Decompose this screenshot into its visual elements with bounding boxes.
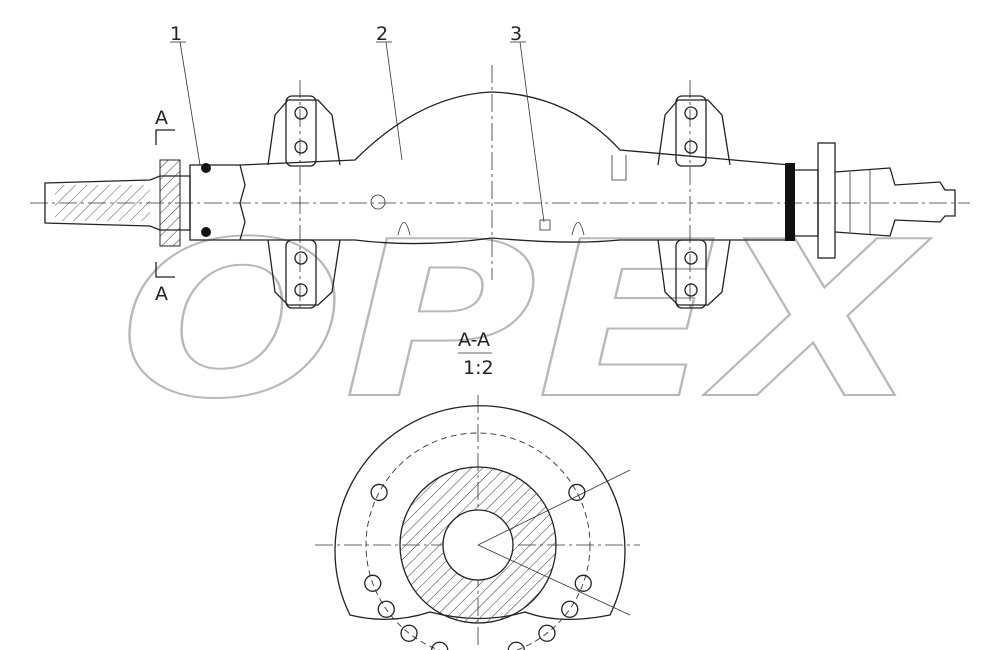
section-marker-top: A [155,107,168,129]
bolt-hole [364,574,382,592]
axle-housing [239,91,956,259]
callout-3: 3 [510,23,522,45]
bolt-hole [400,624,418,642]
bolt-hole [568,483,586,502]
section-view [315,395,640,650]
bracket-left-bottom [267,239,341,309]
bolt-hole [370,483,388,502]
section-marker-bottom: A [155,283,168,305]
bracket-left-top [267,95,341,167]
bracket-right-bottom [657,239,731,309]
bolt-hole [377,600,395,618]
section-title: A-A [458,329,490,351]
left-spindle [44,159,246,247]
bolt-hole [574,574,592,592]
callout-1: 1 [170,23,182,45]
bolt-hole [561,600,579,618]
section-scale: 1:2 [463,357,494,379]
bolt-hole [431,641,449,650]
bracket-right-top [657,95,731,167]
callout-2: 2 [376,23,388,45]
bolt-hole [507,641,525,650]
bolt-hole [538,624,556,642]
